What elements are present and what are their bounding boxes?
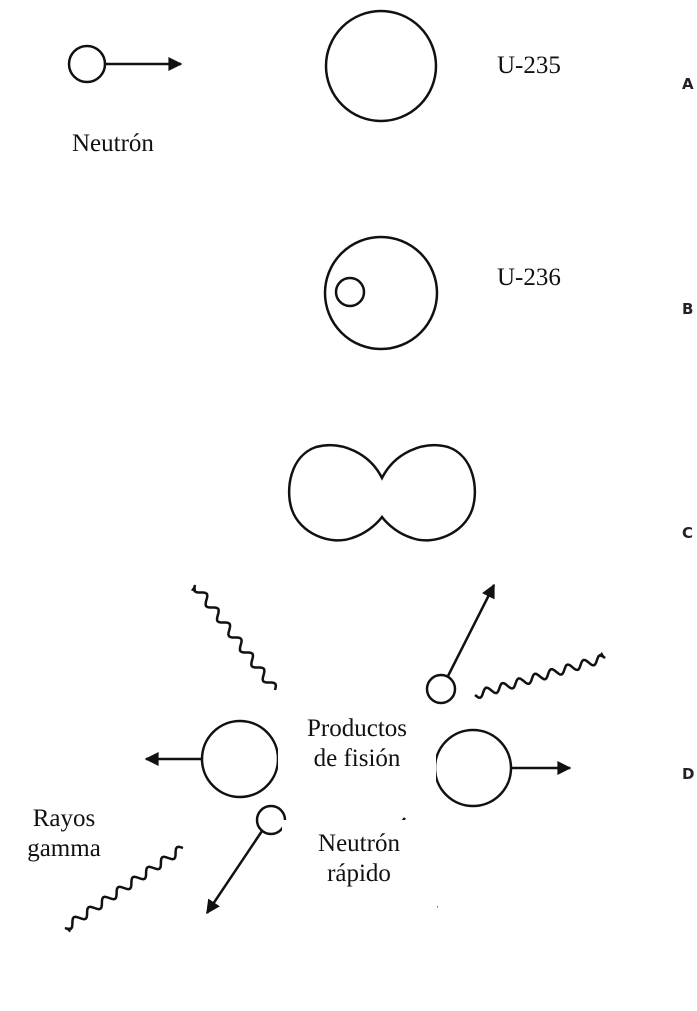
label-u236: U-236 bbox=[497, 264, 561, 291]
fast-neutron-upper-arrow bbox=[446, 583, 496, 677]
fission-product-left bbox=[200, 719, 280, 799]
gamma-ray-lower-left bbox=[64, 845, 184, 933]
u235-nucleus bbox=[324, 9, 438, 123]
fission-product-right bbox=[433, 728, 513, 808]
label-neutron: Neutrón bbox=[72, 130, 154, 157]
gamma-ray-upper-right bbox=[474, 651, 606, 699]
label-fission-products-line2: de fisión bbox=[313, 745, 401, 772]
deforming-nucleus bbox=[287, 443, 477, 542]
incoming-neutron bbox=[67, 44, 107, 84]
label-gamma-rays-line1: Rayos bbox=[32, 805, 96, 832]
fast-neutron-lower bbox=[255, 804, 287, 836]
absorbed-neutron bbox=[334, 276, 366, 308]
stage-letter-b: B bbox=[682, 300, 694, 318]
label-u235: U-235 bbox=[497, 52, 561, 79]
stage-letter-c: C bbox=[682, 524, 694, 542]
label-fast-neutron-line2: rápido bbox=[327, 860, 391, 887]
gamma-ray-upper-left bbox=[190, 584, 278, 691]
fast-neutron-label-mask bbox=[282, 820, 437, 916]
stage-letter-d: D bbox=[682, 765, 695, 783]
label-fission-products-line1: Productos bbox=[307, 715, 407, 742]
u236-nucleus bbox=[323, 235, 439, 351]
fission-label-mask bbox=[278, 709, 436, 795]
label-gamma-rays-line2: gamma bbox=[27, 835, 101, 862]
stage-letter-a: A bbox=[682, 75, 694, 93]
label-fast-neutron-line1: Neutrón bbox=[318, 830, 400, 857]
label-fission-products: Productos de fisión bbox=[280, 714, 434, 774]
fast-neutron-lower-arrow bbox=[205, 830, 264, 915]
label-fast-neutron: Neutrón rápido bbox=[284, 829, 434, 889]
label-gamma-rays: Rayos gamma bbox=[4, 804, 124, 864]
fast-neutron-upper bbox=[425, 673, 457, 705]
